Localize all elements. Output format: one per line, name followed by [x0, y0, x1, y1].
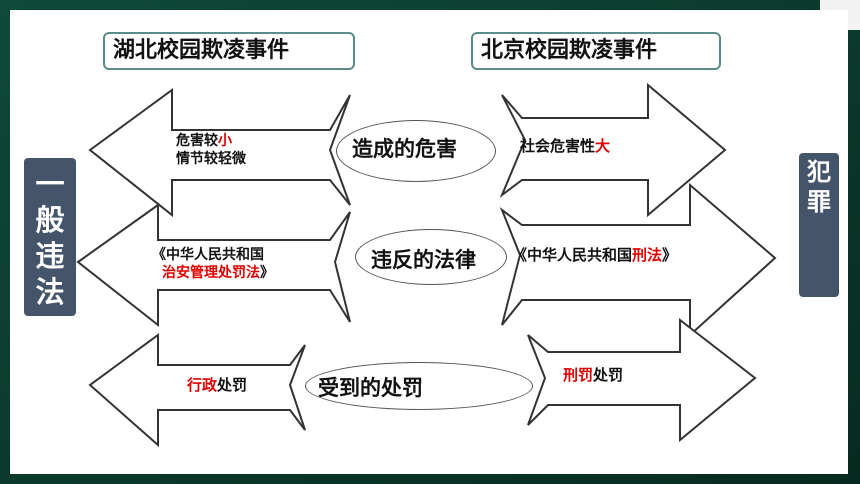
right-arrow-harm — [499, 82, 727, 218]
left-law-text: 《中华人民共和国 治安管理处罚法》 — [152, 246, 274, 282]
criteria-harm: 造成的危害 — [352, 137, 457, 161]
right-law-b: 刑法 — [632, 246, 663, 264]
criteria-punishment: 受到的处罚 — [318, 376, 423, 400]
left-law-line2-b: 》 — [260, 265, 274, 282]
left-harm-text: 危害较小 情节较轻微 — [176, 132, 246, 168]
left-punish-a: 行政 — [187, 376, 218, 394]
right-harm-text: 社会危害性大 — [520, 137, 610, 157]
ellipse-harm — [336, 120, 496, 182]
left-arrow-law — [76, 203, 351, 328]
right-law-a: 《中华人民共和国 — [512, 246, 633, 264]
right-law-c: 》 — [662, 246, 678, 264]
ellipse-punishment — [305, 362, 533, 410]
right-harm-a: 社会危害性 — [520, 137, 596, 155]
header-left: 湖北校园欺凌事件 — [103, 32, 355, 70]
header-left-text: 湖北校园欺凌事件 — [113, 38, 290, 63]
header-right: 北京校园欺凌事件 — [471, 32, 721, 70]
left-harm-line1-a: 危害较 — [176, 133, 218, 149]
left-law-line1: 《中华人民共和国 — [152, 247, 264, 263]
side-left-char-3: 违 — [35, 239, 65, 273]
left-arrow-punishment — [88, 333, 306, 448]
right-punish-b: 处罚 — [593, 366, 624, 384]
left-harm-line2: 情节较轻微 — [176, 151, 246, 168]
criteria-law: 违反的法律 — [371, 248, 476, 272]
right-punish-a: 刑罚 — [563, 366, 594, 384]
header-right-text: 北京校园欺凌事件 — [481, 38, 658, 63]
left-arrow-harm — [88, 88, 351, 218]
side-box-right: 犯 罪 — [799, 153, 839, 297]
side-right-char-2: 罪 — [807, 188, 831, 216]
right-law-text: 《中华人民共和国刑法》 — [512, 246, 677, 266]
ellipse-law — [355, 229, 507, 285]
left-punish-b: 处罚 — [217, 376, 248, 394]
side-left-char-2: 般 — [35, 203, 65, 237]
side-right-char-1: 犯 — [807, 158, 831, 186]
side-left-char-4: 法 — [35, 275, 65, 309]
side-box-left: 一 般 违 法 — [24, 158, 76, 316]
right-harm-b: 大 — [595, 137, 611, 155]
side-left-char-1: 一 — [35, 167, 65, 201]
left-harm-line1-b: 小 — [218, 133, 232, 149]
left-punish-text: 行政处罚 — [187, 376, 247, 396]
left-law-line2-a: 治安管理处罚法 — [162, 265, 260, 282]
right-punish-text: 刑罚处罚 — [563, 366, 623, 386]
right-arrow-punishment — [527, 317, 757, 443]
